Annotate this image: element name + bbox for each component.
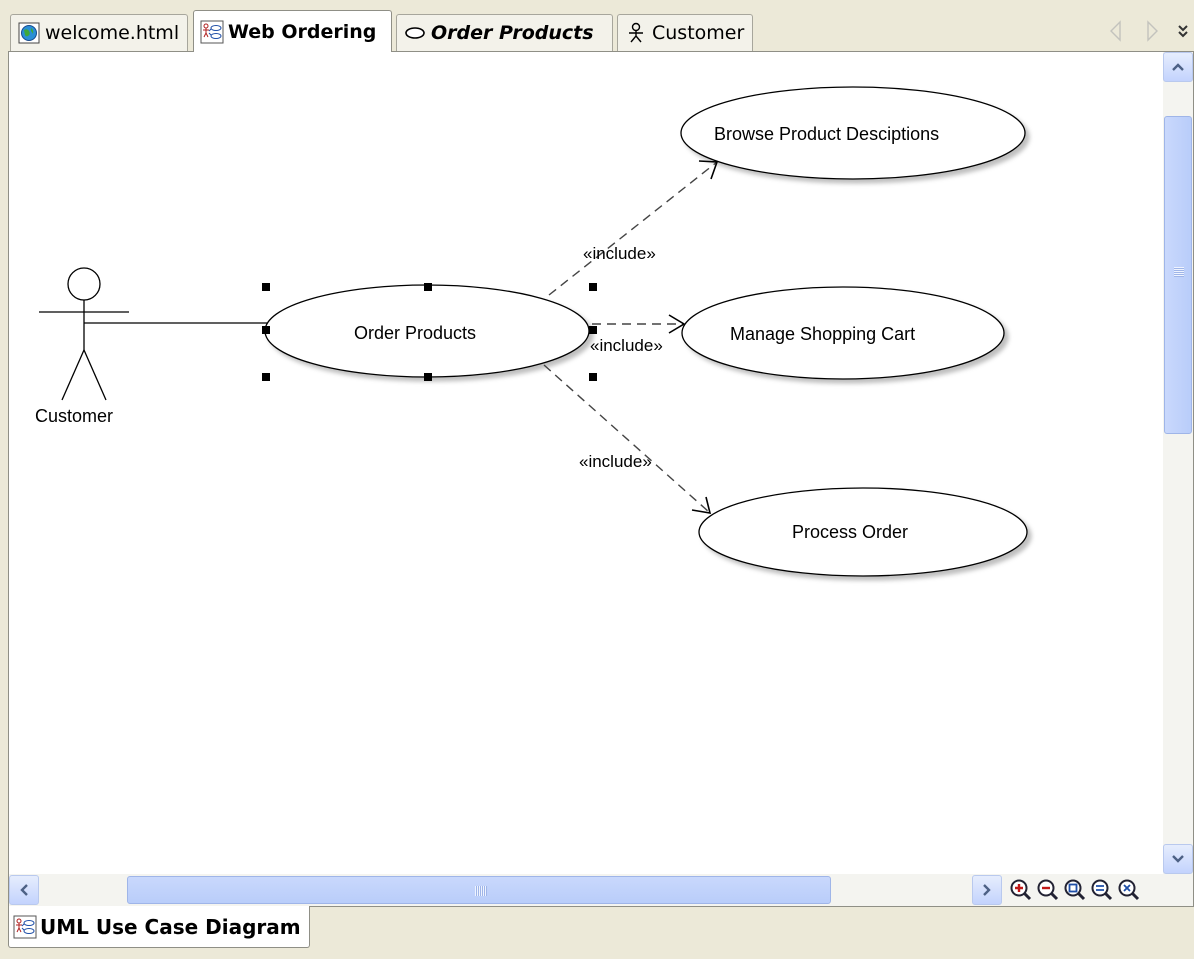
right-arrow-icon: [1147, 20, 1158, 42]
chevron-up-icon: [1172, 63, 1184, 71]
selection-handles[interactable]: [262, 283, 597, 381]
vertical-scrollbar[interactable]: [1163, 52, 1193, 874]
include-dependency-process[interactable]: [543, 364, 712, 514]
include-dependency-browse[interactable]: [548, 160, 719, 296]
zoom-fit-icon: [1064, 879, 1085, 901]
include-stereotype-label: «include»: [583, 244, 656, 263]
diagram-canvas[interactable]: Customer Order Products Browse Product D…: [9, 52, 1163, 874]
editor-tab-strip: welcome.html Web Ordering Order Products: [0, 0, 1194, 52]
use-case-label-order: Order Products: [354, 323, 477, 343]
use-case-process-order[interactable]: [698, 487, 1028, 577]
include-stereotype-label: «include»: [579, 452, 652, 471]
include-dependency-cart[interactable]: [592, 314, 686, 334]
tab-web-ordering[interactable]: Web Ordering: [193, 10, 392, 52]
use-case-ellipse-icon: [403, 21, 427, 45]
scroll-left-button[interactable]: [9, 875, 39, 905]
use-case-manage-shopping-cart[interactable]: [681, 286, 1005, 380]
zoom-out-icon: [1037, 879, 1058, 901]
zoom-in-icon: [1010, 879, 1031, 901]
zoom-selection-icon: [1118, 879, 1139, 901]
zoom-in-button[interactable]: [1008, 878, 1033, 903]
chevron-right-icon: [983, 884, 991, 896]
chevron-left-icon: [20, 884, 28, 896]
zoom-fit-button[interactable]: [1062, 878, 1087, 903]
tab-label: Web Ordering: [228, 20, 377, 43]
tab-label: Customer: [652, 22, 745, 44]
use-case-label-cart: Manage Shopping Cart: [730, 324, 916, 344]
zoom-reset-icon: [1091, 879, 1112, 901]
horizontal-scroll-thumb[interactable]: [127, 876, 831, 904]
actor-icon: [624, 21, 648, 45]
vertical-scroll-thumb[interactable]: [1164, 116, 1192, 434]
scroll-down-button[interactable]: [1163, 844, 1193, 874]
bottom-tab-label: UML Use Case Diagram: [40, 914, 301, 939]
scroll-right-button[interactable]: [972, 875, 1002, 905]
tab-list-dropdown-button[interactable]: [1170, 18, 1194, 44]
tab-uml-use-case-diagram[interactable]: UML Use Case Diagram: [8, 906, 310, 948]
tab-welcome-html[interactable]: welcome.html: [10, 14, 188, 51]
chevron-down-icon: [1172, 855, 1184, 863]
diagram-editor: Customer Order Products Browse Product D…: [8, 51, 1194, 907]
use-case-browse-product-descriptions[interactable]: [680, 86, 1026, 180]
horizontal-scrollbar[interactable]: [9, 874, 1002, 906]
tab-scroll-right-button[interactable]: [1139, 18, 1165, 44]
zoom-reset-button[interactable]: [1089, 878, 1114, 903]
zoom-out-button[interactable]: [1035, 878, 1060, 903]
globe-icon: [17, 21, 41, 45]
diagram-drawing: [39, 86, 1028, 577]
tab-label: welcome.html: [45, 22, 180, 44]
zoom-selection-button[interactable]: [1116, 878, 1141, 903]
include-stereotype-label: «include»: [590, 336, 663, 355]
scroll-up-button[interactable]: [1163, 52, 1193, 82]
tab-scroll-left-button[interactable]: [1103, 18, 1129, 44]
zoom-toolbar: [1002, 874, 1193, 906]
left-arrow-icon: [1110, 20, 1121, 42]
tab-order-products[interactable]: Order Products: [396, 14, 613, 51]
grip-icon: [475, 886, 487, 896]
use-case-diagram-icon: [200, 20, 224, 44]
grip-icon: [1174, 267, 1184, 277]
use-case-label-process: Process Order: [792, 522, 909, 542]
chevron-double-down-icon: [1178, 25, 1188, 38]
use-case-diagram-icon: [13, 915, 37, 939]
use-case-label-browse: Browse Product Desciptions: [714, 124, 940, 144]
actor-customer[interactable]: [39, 267, 129, 401]
tab-customer[interactable]: Customer: [617, 14, 753, 51]
tab-label: Order Products: [431, 22, 594, 44]
actor-label: Customer: [35, 406, 114, 426]
